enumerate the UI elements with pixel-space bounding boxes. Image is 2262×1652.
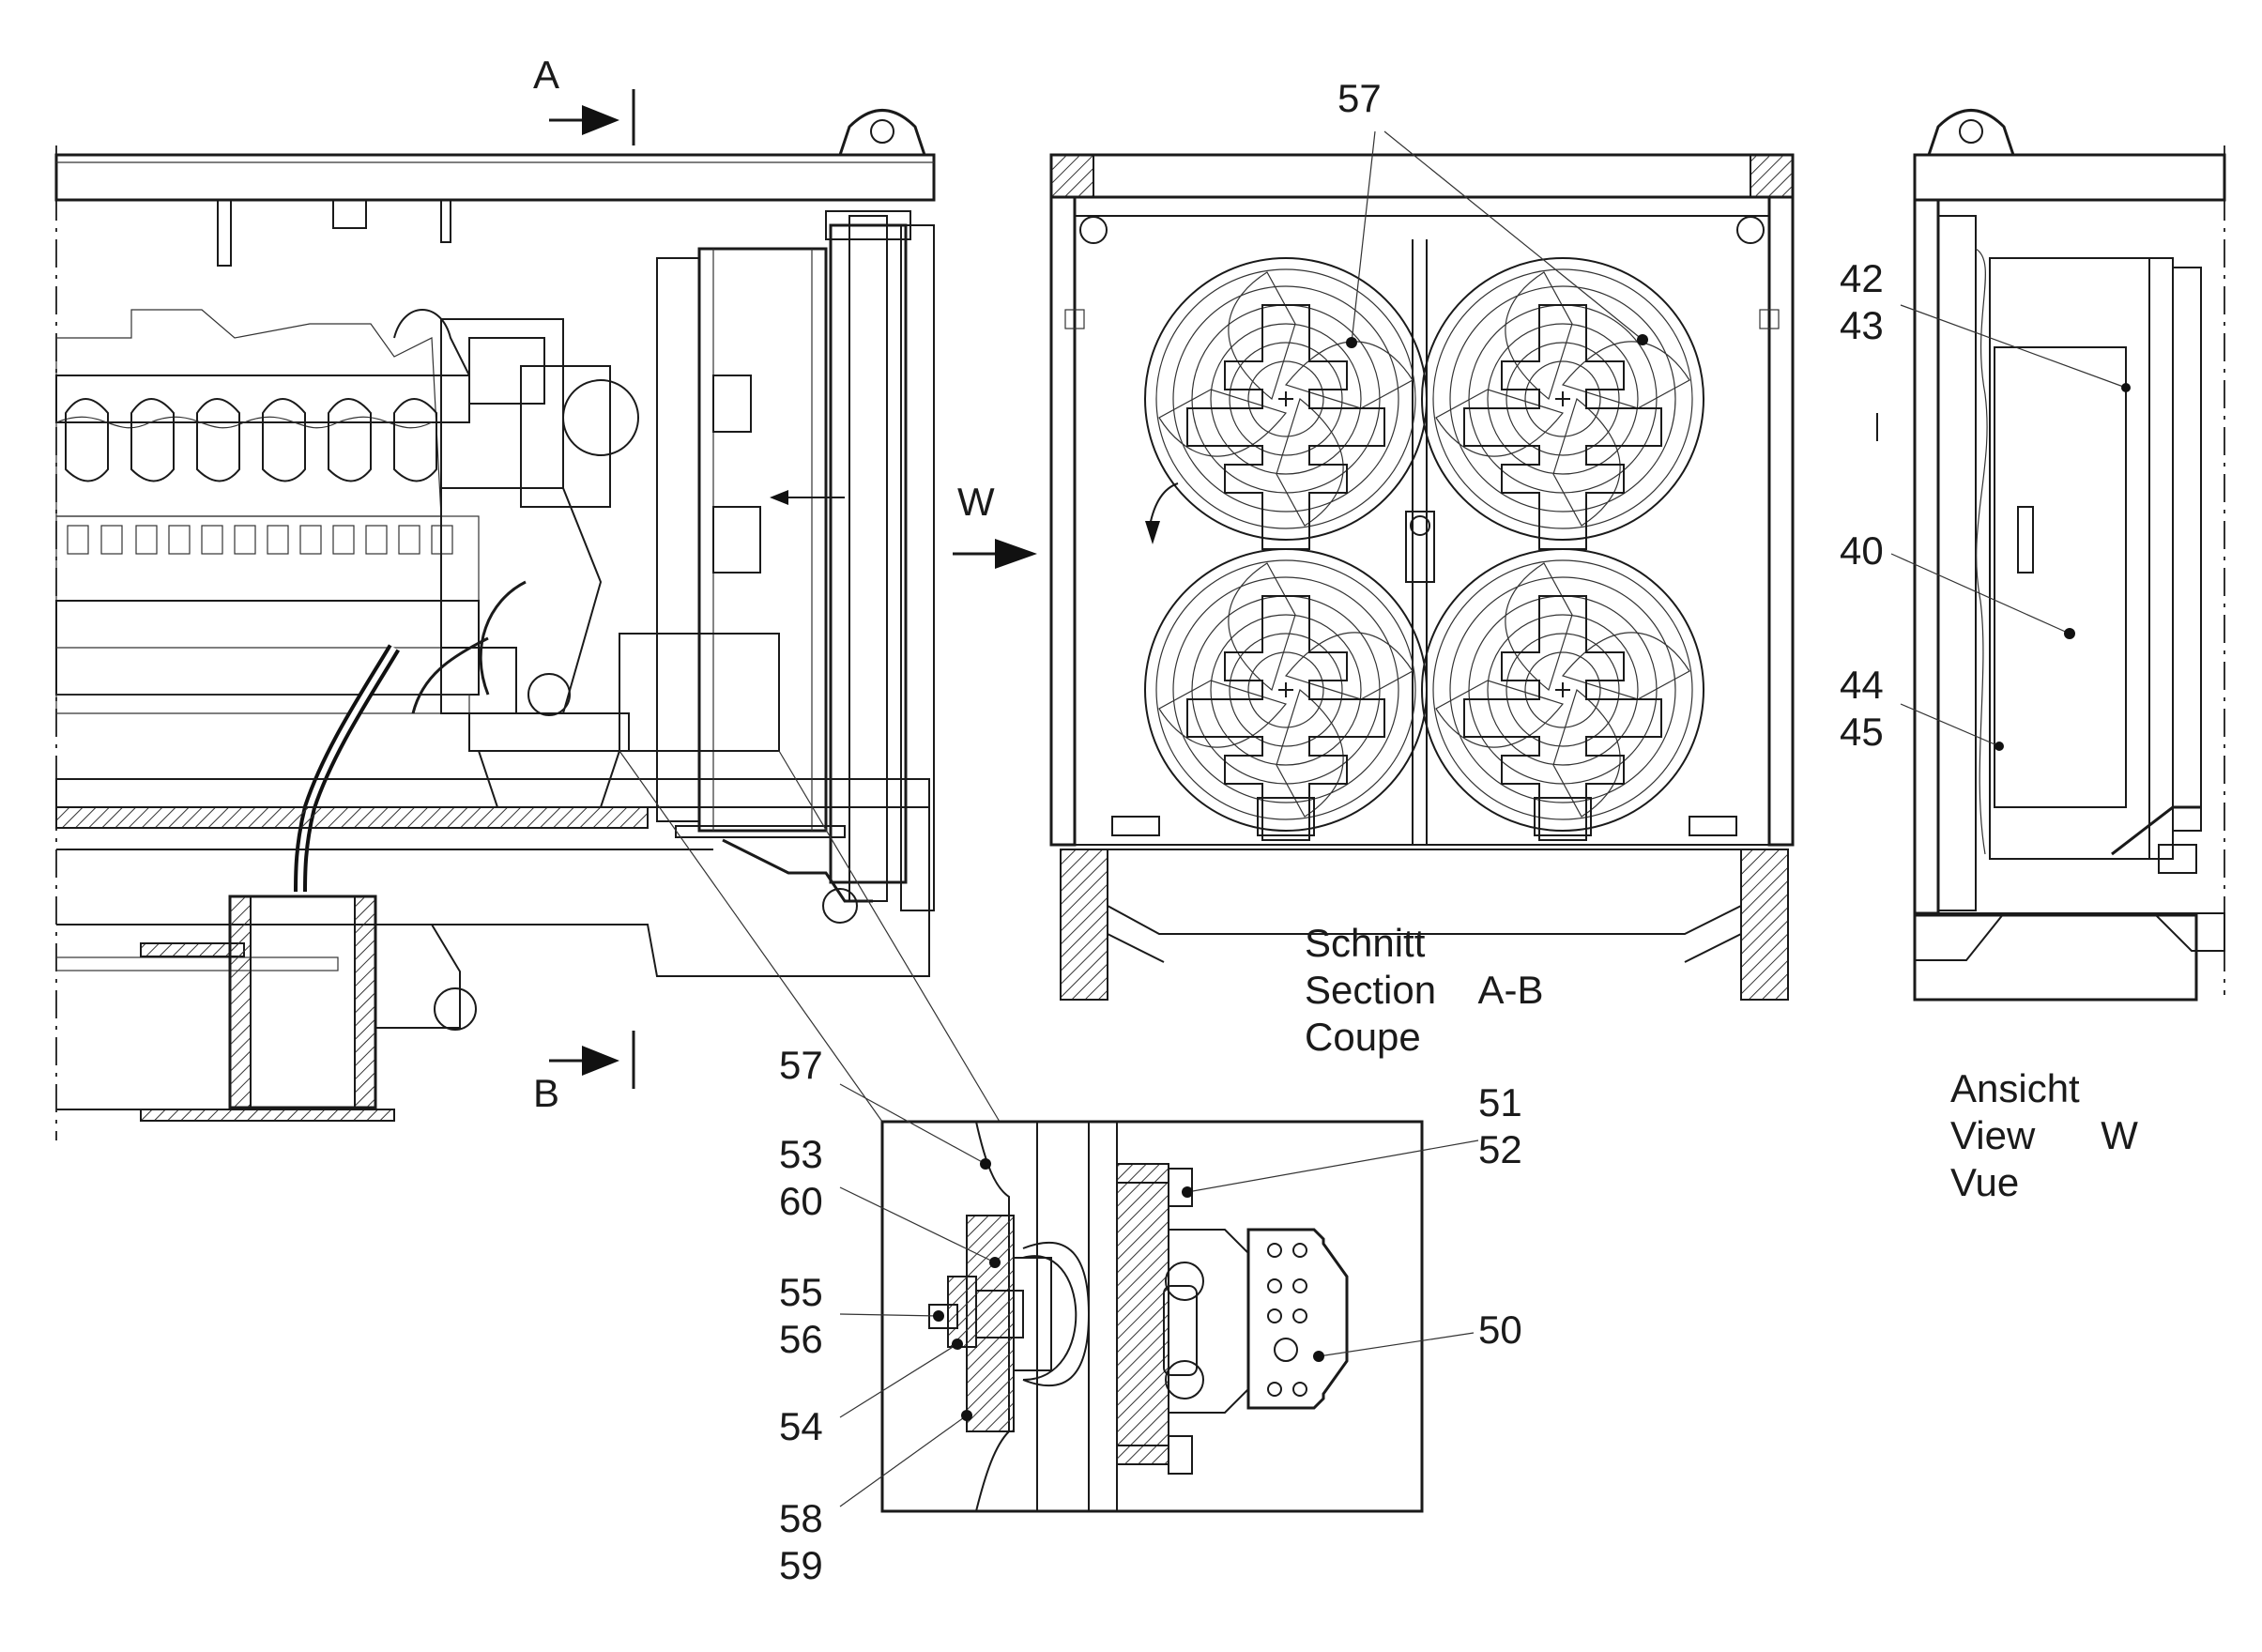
section-a-b-view — [953, 130, 1795, 1001]
callout-57-detail: 57 — [779, 1043, 823, 1087]
fan-bottom-right — [1421, 548, 1704, 841]
section-caption: Schnitt Section A-B Coupe — [1305, 921, 1544, 1059]
callout-51-52: 51 52 — [1478, 1080, 1522, 1171]
fan-top-right — [1421, 257, 1704, 550]
callout-42-43: 42 43 — [1840, 256, 1884, 347]
view-mark-w: W — [957, 480, 995, 524]
detail-view — [839, 1083, 1479, 1513]
section-mark-bottom: B — [533, 1071, 560, 1115]
callout-50: 50 — [1478, 1308, 1522, 1352]
callout-44-45: 44 45 — [1840, 663, 1884, 754]
fan-bottom-left — [1144, 548, 1428, 841]
section-mark-top: A — [533, 53, 560, 97]
callout-40: 40 — [1840, 528, 1884, 573]
fan-top-left — [1144, 257, 1428, 550]
callout-53-60: 53 60 — [779, 1132, 823, 1223]
view-w — [1876, 109, 2226, 1002]
view-caption: Ansicht View W Vue — [1950, 1066, 2138, 1204]
callout-58-59: 58 59 — [779, 1496, 823, 1587]
callout-54: 54 — [779, 1404, 823, 1448]
engine-block — [55, 309, 639, 808]
callout-55-56: 55 56 — [779, 1270, 823, 1361]
callout-57-top: 57 — [1337, 76, 1382, 120]
radiator-side — [656, 210, 935, 924]
side-elevation-view — [54, 89, 1001, 1140]
